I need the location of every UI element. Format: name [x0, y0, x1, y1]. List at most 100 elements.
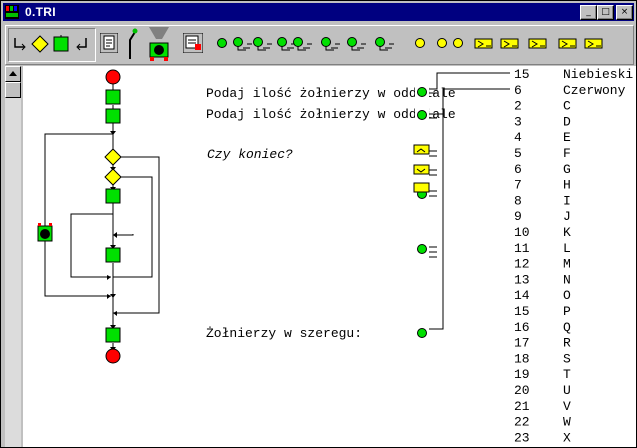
diagram-svg: Podaj ilość żołnierzy w oddziale Podaj i… [37, 67, 633, 445]
lookup-label: P [563, 304, 571, 319]
lookup-number: 20 [514, 383, 530, 398]
decision-block-end[interactable] [104, 148, 122, 166]
yellow-dot-icon[interactable] [436, 36, 458, 52]
maximize-button[interactable]: □ [597, 5, 614, 20]
lookup-label: Czerwony [563, 83, 626, 98]
lookup-number: 17 [514, 336, 530, 351]
app-icon [5, 5, 19, 19]
lookup-label: G [563, 162, 571, 177]
yellow-output-icon[interactable] [584, 36, 606, 52]
prompt-label-1: Podaj ilość żołnierzy w oddziale [206, 86, 456, 101]
document-icon[interactable] [100, 33, 118, 53]
lookup-number: 21 [514, 399, 530, 414]
lookup-number: 10 [514, 225, 530, 240]
input-icon[interactable] [292, 36, 314, 52]
yellow-output-icon[interactable] [528, 36, 550, 52]
lookup-number: 5 [514, 146, 522, 161]
lookup-number: 18 [514, 351, 530, 366]
lookup-label: F [563, 146, 571, 161]
result-label: Żołnierzy w szeregu: [206, 326, 362, 341]
start-terminal[interactable] [105, 69, 121, 85]
input-icon[interactable] [346, 36, 368, 52]
decision-diamond-icon[interactable] [31, 35, 49, 53]
funnel-output-icon[interactable] [146, 27, 172, 63]
lookup-label: S [563, 351, 571, 366]
action-box-icon[interactable] [53, 35, 71, 53]
lookup-label: U [563, 383, 571, 398]
yellow-dot-icon[interactable] [452, 36, 474, 52]
question-label: Czy koniec? [207, 147, 293, 162]
lookup-number: 16 [514, 320, 530, 335]
lookup-number: 6 [514, 83, 522, 98]
flow-arrows [107, 131, 117, 351]
lookup-label: L [563, 241, 571, 256]
arrow-up-icon [9, 71, 17, 76]
lookup-number: 4 [514, 130, 522, 145]
lookup-label: I [563, 193, 571, 208]
input-icon[interactable] [320, 36, 342, 52]
window-title: 0.TRI [25, 5, 56, 19]
action-block-loop1[interactable] [105, 188, 121, 204]
vertical-scrollbar[interactable] [5, 66, 21, 447]
action-block-input2[interactable] [105, 108, 121, 124]
lookup-number: 7 [514, 178, 522, 193]
minimize-button[interactable]: _ [580, 5, 597, 20]
close-button[interactable]: × [616, 5, 633, 20]
scroll-thumb[interactable] [5, 82, 21, 98]
lookup-label: Q [563, 320, 571, 335]
flowchart-canvas[interactable]: Podaj ilość żołnierzy w oddziale Podaj i… [23, 66, 636, 447]
action-block-input1[interactable] [105, 89, 121, 105]
lookup-number: 23 [514, 430, 530, 445]
lookup-number: 3 [514, 114, 522, 129]
lookup-label: K [563, 225, 571, 240]
input-icon[interactable] [374, 36, 396, 52]
lookup-number: 12 [514, 257, 530, 272]
yellow-output-icon[interactable] [474, 36, 496, 52]
lookup-label: X [563, 430, 571, 445]
lookup-label: N [563, 272, 571, 287]
action-block-loop2[interactable] [105, 247, 121, 263]
lookup-number: 9 [514, 209, 522, 224]
wire-connectors [429, 72, 510, 330]
lookup-number: 11 [514, 241, 530, 256]
title-bar[interactable]: 0.TRI _ □ × [3, 3, 634, 21]
action-block-output[interactable] [105, 327, 121, 343]
yellow-output-icon[interactable] [500, 36, 522, 52]
lookup-label: E [563, 130, 571, 145]
end-terminal[interactable] [105, 348, 121, 364]
toolbar [5, 25, 634, 65]
yellow-dot-icon[interactable] [414, 36, 436, 52]
lookup-label: D [563, 114, 571, 129]
shape-tool-group [8, 28, 96, 62]
input-icon[interactable] [232, 36, 254, 52]
output-block[interactable] [37, 223, 53, 242]
green-dot-icon[interactable] [216, 36, 238, 52]
flow-connectors [44, 81, 160, 349]
lookup-number: 19 [514, 367, 530, 382]
lookup-label: C [563, 99, 571, 114]
lookup-number: 2 [514, 99, 522, 114]
lookup-label: J [563, 209, 571, 224]
lookup-label: H [563, 178, 571, 193]
arrow-down-right-icon[interactable] [13, 37, 27, 53]
arrow-down-left-icon[interactable] [75, 37, 89, 53]
lookup-label: O [563, 288, 571, 303]
decision-block-loop[interactable] [104, 168, 122, 186]
scroll-up-button[interactable] [5, 66, 21, 82]
lookup-label: Niebieski [563, 67, 633, 82]
pen-icon[interactable] [126, 28, 138, 60]
input-icon[interactable] [252, 36, 274, 52]
lookup-number: 15 [514, 67, 530, 82]
lookup-label: R [563, 336, 571, 351]
lookup-number: 22 [514, 415, 530, 430]
lookup-number: 14 [514, 288, 530, 303]
lookup-label: V [563, 399, 571, 414]
save-document-icon[interactable] [183, 33, 203, 53]
input-markers [413, 87, 430, 338]
lookup-number: 15 [514, 304, 530, 319]
lookup-label: W [563, 415, 571, 430]
prompt-label-2: Podaj ilość żołnierzy w oddziale [206, 107, 456, 122]
yellow-output-icon[interactable] [558, 36, 580, 52]
